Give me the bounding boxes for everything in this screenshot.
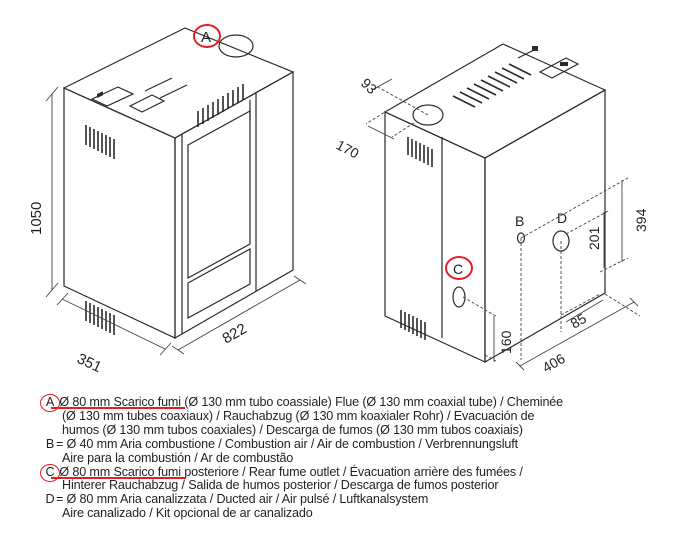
control-panel xyxy=(90,86,135,107)
legend-row-a2: (Ø 130 mm tubes coaxiaux) / Rauchabzug (… xyxy=(44,408,674,424)
callout-c-circle xyxy=(445,256,473,280)
legend-row-c2: Hinterer Rauchabzug / Salida de humos po… xyxy=(44,478,674,493)
front-top-face xyxy=(62,27,295,139)
stove-technical-drawing: A 1050 351 822 xyxy=(28,24,649,376)
dim-160-label: 160 xyxy=(498,330,514,354)
dim-406-label: 406 xyxy=(540,350,568,376)
dim-93-label: 93 xyxy=(358,75,380,97)
front-drawer xyxy=(187,247,251,320)
front-top-grille xyxy=(197,84,244,127)
legend-c-underlined: Ø 80 mm Scarico fumi xyxy=(59,464,181,479)
dim-height-label: 1050 xyxy=(28,202,45,235)
front-side-grille-lower xyxy=(85,301,115,335)
legend-d-line2: Aire canalizado / Kit opcional de ar can… xyxy=(62,506,313,521)
legend-b-line2: Aire para la combustión / Ar de combustã… xyxy=(62,450,294,465)
dim-170-label: 170 xyxy=(334,137,362,162)
label-d: D xyxy=(557,210,567,226)
legend-row-a3: humos (Ø 130 mm tubos coaxiales) / Desca… xyxy=(44,422,674,438)
dim-width: 822 xyxy=(171,275,307,355)
dim-160: 160 xyxy=(462,296,514,362)
dim-85: 85 xyxy=(560,293,604,332)
legend-row-c: C Ø 80 mm Scarico fumi posteriore / Rear… xyxy=(40,463,674,482)
label-b: B xyxy=(515,213,524,229)
legend-row-d: D= Ø 80 mm Aria canalizzata / Ducted air… xyxy=(44,492,674,507)
rear-view: B D C 93 170 394 201 xyxy=(334,43,649,376)
legend-d-text: = Ø 80 mm Aria canalizzata / Ducted air … xyxy=(56,492,429,507)
outlet-c xyxy=(452,286,466,308)
legend-row-b: B= Ø 40 mm Aria combustione / Combustion… xyxy=(44,436,674,452)
legend-row-d2: Aire canalizado / Kit opcional de ar can… xyxy=(44,506,674,521)
rear-control-panel xyxy=(538,57,580,79)
dim-201-label: 201 xyxy=(586,226,602,250)
dim-vertical: 394 201 xyxy=(520,177,649,360)
legend-key-d: D xyxy=(45,492,55,507)
flue-outlet-top xyxy=(218,34,254,58)
legend-row-a: A Ø 80 mm Scarico fumi (Ø 130 mm tubo co… xyxy=(40,394,674,412)
legend: A Ø 80 mm Scarico fumi (Ø 130 mm tubo co… xyxy=(40,394,674,521)
rear-back-face xyxy=(384,111,486,363)
callout-a-label: A xyxy=(201,29,211,46)
rear-side-face xyxy=(484,88,606,364)
rear-top-grille xyxy=(452,63,532,108)
rear-flue-top xyxy=(412,104,444,126)
dim-depth-label: 351 xyxy=(74,350,104,376)
legend-c-text: posteriore / Rear fume outlet / Évacuati… xyxy=(180,464,523,479)
front-side-face xyxy=(63,87,176,339)
dim-85-label: 85 xyxy=(568,310,590,332)
dim-height: 1050 xyxy=(28,86,59,298)
legend-b-text: = Ø 40 mm Aria combustione / Combustion … xyxy=(56,436,518,451)
dim-406: 406 xyxy=(515,293,641,376)
front-view: A 1050 351 822 xyxy=(28,24,307,376)
rear-grille-upper xyxy=(407,137,433,167)
dim-394-label: 394 xyxy=(633,208,649,232)
front-door xyxy=(187,109,251,280)
legend-a-text: (Ø 130 mm tubo coassiale) Flue (Ø 130 mm… xyxy=(180,395,564,409)
legend-a-line2: (Ø 130 mm tubes coaxiaux) / Rauchabzug (… xyxy=(62,408,535,423)
callout-a-circle xyxy=(193,24,221,48)
front-side-grille-upper xyxy=(85,125,115,159)
dim-width-label: 822 xyxy=(220,320,250,347)
legend-c-line2: Hinterer Rauchabzug / Salida de humos po… xyxy=(62,478,499,493)
legend-a-underlined: Ø 80 mm Scarico fumi xyxy=(59,395,181,409)
front-main-face xyxy=(174,70,294,340)
pellet-lid xyxy=(128,94,166,113)
legend-key-b: B xyxy=(45,436,55,451)
rear-grille-lower xyxy=(400,310,426,340)
legend-a-line3: humos (Ø 130 mm tubos coaxiales) / Desca… xyxy=(62,422,523,437)
callout-c-label: C xyxy=(453,261,463,277)
legend-row-b2: Aire para la combustión / Ar de combustã… xyxy=(44,450,674,466)
